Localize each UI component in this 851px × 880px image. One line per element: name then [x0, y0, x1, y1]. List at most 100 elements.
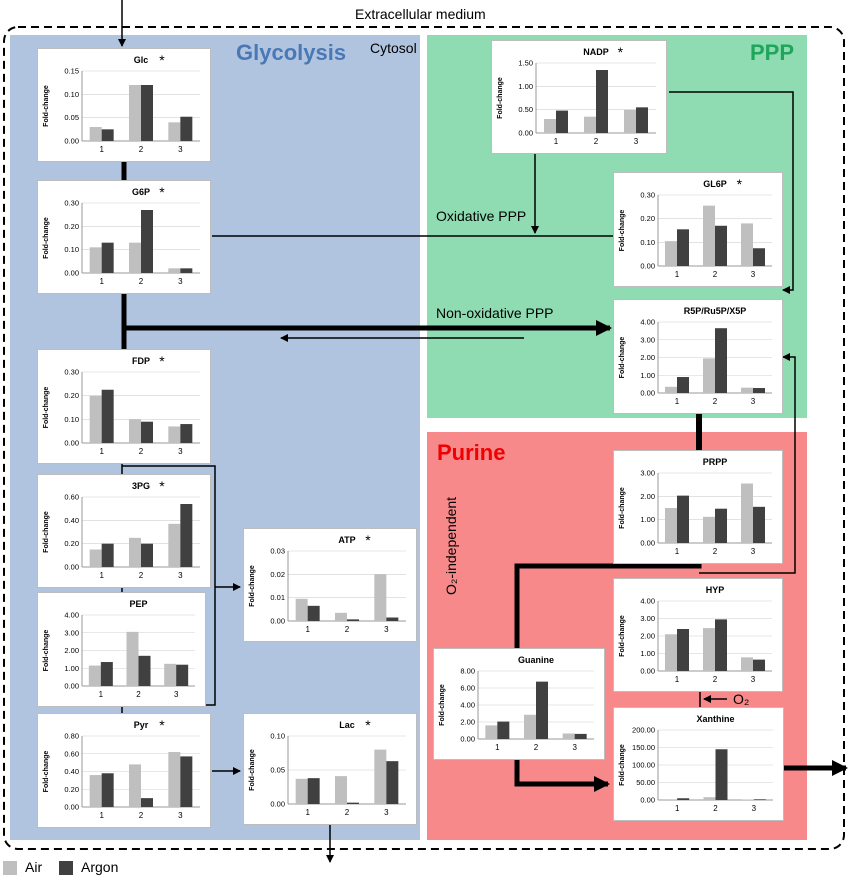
- x-tick-label: 2: [713, 675, 718, 684]
- bar-air-3: [164, 663, 177, 686]
- x-tick-label: 2: [139, 447, 144, 456]
- y-tick-label: 200.00: [632, 726, 655, 735]
- bar-air-3: [562, 733, 575, 739]
- bar-argon-3: [753, 799, 766, 800]
- y-tick-label: 0.00: [64, 439, 79, 448]
- bar-argon-1: [677, 495, 689, 543]
- significance-star: *: [159, 717, 165, 733]
- chart-title: G6P: [132, 187, 150, 197]
- y-tick-label: 3.00: [640, 335, 655, 344]
- bar-air-3: [168, 426, 181, 443]
- bar-argon-3: [176, 664, 189, 686]
- bar-argon-1: [307, 605, 320, 621]
- bar-argon-2: [141, 798, 153, 807]
- x-tick-label: 1: [99, 571, 104, 580]
- bar-argon-2: [138, 655, 151, 686]
- y-axis-label: Fold-change: [43, 630, 50, 672]
- significance-star: *: [618, 44, 624, 60]
- bar-argon-1: [101, 773, 114, 807]
- y-tick-label: 2.00: [640, 632, 655, 641]
- bar-air-3: [741, 387, 753, 393]
- bar-air-2: [126, 631, 139, 686]
- y-tick-label: 0.10: [64, 415, 79, 424]
- y-tick-label: 0.00: [640, 667, 655, 676]
- y-tick-label: 0.00: [640, 796, 655, 805]
- y-tick-label: 2.00: [640, 492, 655, 501]
- bar-air-1: [544, 119, 556, 133]
- y-tick-label: 0.02: [270, 570, 285, 579]
- x-tick-label: 2: [139, 277, 144, 286]
- bar-air-3: [741, 483, 753, 543]
- x-tick-label: 1: [99, 447, 104, 456]
- y-tick-label: 150.00: [632, 743, 655, 752]
- bar-argon-2: [347, 802, 359, 804]
- bar-air-1: [665, 241, 677, 266]
- y-tick-label: 0.60: [64, 493, 79, 502]
- x-tick-label: 2: [139, 145, 144, 154]
- x-tick-label: 2: [713, 270, 718, 279]
- bar-argon-1: [100, 662, 113, 686]
- y-tick-label: 0.05: [64, 113, 79, 122]
- bar-argon-3: [180, 424, 193, 443]
- y-tick-label: 4.00: [640, 597, 655, 606]
- significance-star: *: [159, 478, 165, 494]
- glycolysis-title: Glycolysis: [236, 40, 347, 65]
- y-tick-label: 0.10: [64, 245, 79, 254]
- x-tick-label: 1: [99, 145, 104, 154]
- chart-title: PRPP: [703, 457, 728, 467]
- x-tick-label: 2: [713, 397, 718, 406]
- y-tick-label: 0.60: [64, 749, 79, 758]
- significance-star: *: [737, 176, 743, 192]
- cell-boundary: [3, 26, 845, 850]
- legend-swatch-air: [3, 861, 17, 875]
- y-tick-label: 50.00: [636, 778, 655, 787]
- y-tick-label: 0.20: [640, 214, 655, 223]
- y-tick-label: 3.00: [64, 628, 79, 637]
- y-tick-label: 8.00: [460, 667, 475, 676]
- y-tick-label: 1.00: [640, 371, 655, 380]
- bar-air-1: [295, 778, 308, 804]
- y-tick-label: 4.00: [460, 701, 475, 710]
- y-tick-label: 0.10: [64, 90, 79, 99]
- bar-air-3: [374, 574, 387, 621]
- y-axis-label: Fold-change: [43, 85, 50, 127]
- significance-star: *: [159, 353, 165, 369]
- bar-argon-1: [556, 110, 568, 133]
- bar-air-1: [665, 799, 678, 800]
- y-axis-label: Fold-change: [249, 749, 256, 791]
- x-tick-label: 1: [99, 277, 104, 286]
- bar-argon-2: [715, 328, 727, 393]
- y-tick-label: 0.30: [640, 191, 655, 200]
- non-oxidative-ppp-label: Non-oxidative PPP: [436, 305, 554, 321]
- x-tick-label: 1: [554, 137, 559, 146]
- bar-argon-3: [180, 116, 193, 141]
- x-tick-label: 3: [174, 690, 179, 699]
- y-tick-label: 4.00: [64, 611, 79, 620]
- purine-title: Purine: [437, 440, 506, 465]
- chart-title: FDP: [132, 356, 150, 366]
- y-tick-label: 0.01: [270, 593, 285, 602]
- bar-air-2: [129, 537, 141, 567]
- x-tick-label: 2: [713, 804, 718, 813]
- y-tick-label: 1.00: [640, 515, 655, 524]
- bar-air-2: [703, 516, 715, 543]
- bar-argon-2: [715, 225, 727, 266]
- x-tick-label: 3: [384, 625, 389, 634]
- bar-air-1: [665, 508, 677, 543]
- bar-argon-2: [347, 619, 359, 621]
- bar-argon-1: [101, 389, 114, 443]
- bar-argon-1: [307, 778, 320, 804]
- chart-title: Pyr: [134, 720, 149, 730]
- x-tick-label: 2: [136, 690, 141, 699]
- y-tick-label: 0.20: [64, 785, 79, 794]
- bar-argon-3: [180, 756, 193, 807]
